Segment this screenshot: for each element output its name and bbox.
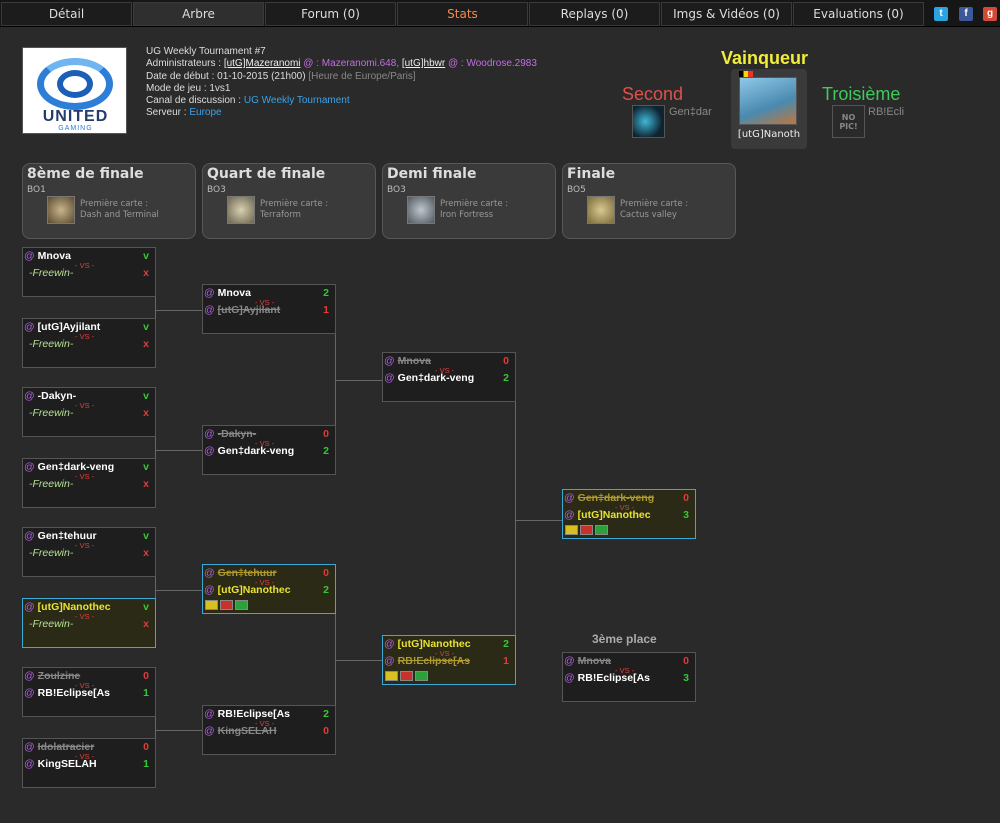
- tab-detail[interactable]: Détail: [1, 2, 132, 26]
- bracket-connector: [155, 590, 202, 591]
- third-place-label: 3ème place: [592, 632, 657, 646]
- video-icon[interactable]: [565, 525, 578, 535]
- stage-header-r16: 8ème de finale BO1 Première carte :Dash …: [22, 163, 196, 239]
- bracket-connector: [155, 552, 156, 622]
- image-icon[interactable]: [415, 671, 428, 681]
- youtube-icon[interactable]: [580, 525, 593, 535]
- bracket-connector: [155, 450, 202, 451]
- tournament-info: UG Weekly Tournament #7 Administrateurs …: [146, 46, 537, 120]
- united-gaming-logo: UNITED GAMING: [22, 47, 127, 134]
- second-title: Second: [622, 84, 684, 104]
- game-mode: Mode de jeu : 1vs1: [146, 82, 231, 94]
- map-thumbnail: [407, 196, 435, 224]
- third-name: RB!Ecli: [868, 106, 905, 118]
- twitter-icon[interactable]: t: [934, 7, 948, 21]
- second-name: Gen‡dar: [669, 106, 712, 118]
- video-icon[interactable]: [385, 671, 398, 681]
- tab-arbre[interactable]: Arbre: [133, 2, 264, 26]
- server-link[interactable]: Europe: [189, 107, 222, 119]
- bracket-connector: [155, 310, 202, 311]
- stage-header-final: Finale BO5 Première carte :Cactus valley: [562, 163, 736, 239]
- server-line: Serveur : Europe: [146, 107, 222, 119]
- third-title: Troisième: [822, 84, 901, 104]
- tab-stats[interactable]: Stats: [397, 2, 528, 26]
- no-pic-placeholder: NO PIC!: [832, 105, 865, 138]
- map-thumbnail: [587, 196, 615, 224]
- bracket-connector: [155, 730, 202, 731]
- video-icon[interactable]: [205, 600, 218, 610]
- channel-line: Canal de discussion : UG Weekly Tourname…: [146, 95, 350, 107]
- start-date: Date de début : 01-10-2015 (21h00) [Heur…: [146, 70, 416, 82]
- admin-link-2[interactable]: [utG]hbwr: [401, 58, 446, 70]
- image-icon[interactable]: [235, 600, 248, 610]
- image-icon[interactable]: [595, 525, 608, 535]
- bracket-connector: [155, 272, 156, 342]
- stage-header-sf: Demi finale BO3 Première carte :Iron For…: [382, 163, 556, 239]
- bracket-connector: [335, 660, 382, 661]
- bracket-connector: [515, 520, 562, 521]
- winner-card[interactable]: [utG]Nanoth: [731, 69, 807, 149]
- channel-link[interactable]: UG Weekly Tournament: [243, 95, 350, 107]
- match-r16-3[interactable]: @-Dakyn-v - VS - -Freewin-x: [22, 387, 156, 437]
- admins-line: Administrateurs : [utG]Mazeranomi @ : Ma…: [146, 58, 537, 70]
- bracket-connector: [335, 380, 382, 381]
- facebook-icon[interactable]: f: [959, 7, 973, 21]
- second-avatar: [632, 105, 665, 138]
- winner-avatar: [739, 77, 797, 125]
- belgium-flag-icon: [739, 71, 753, 81]
- tab-replays[interactable]: Replays (0): [529, 2, 660, 26]
- top-nav: Détail Arbre Forum (0) Stats Replays (0)…: [0, 0, 1000, 27]
- youtube-icon[interactable]: [220, 600, 233, 610]
- google-plus-icon[interactable]: g: [983, 7, 997, 21]
- admin-link-1[interactable]: [utG]Mazeranomi: [223, 58, 301, 70]
- tab-evaluations[interactable]: Evaluations (0): [793, 2, 924, 26]
- map-thumbnail: [47, 196, 75, 224]
- tournament-title: UG Weekly Tournament #7: [146, 46, 266, 57]
- bracket-connector: [155, 692, 156, 762]
- map-thumbnail: [227, 196, 255, 224]
- winner-title: Vainqueur: [721, 48, 809, 68]
- bracket-connector: [155, 412, 156, 482]
- stage-header-qf: Quart de finale BO3 Première carte :Terr…: [202, 163, 376, 239]
- winner-name: [utG]Nanoth: [737, 129, 801, 140]
- youtube-icon[interactable]: [400, 671, 413, 681]
- tab-forum[interactable]: Forum (0): [265, 2, 396, 26]
- tab-imgs-videos[interactable]: Imgs & Vidéos (0): [661, 2, 792, 26]
